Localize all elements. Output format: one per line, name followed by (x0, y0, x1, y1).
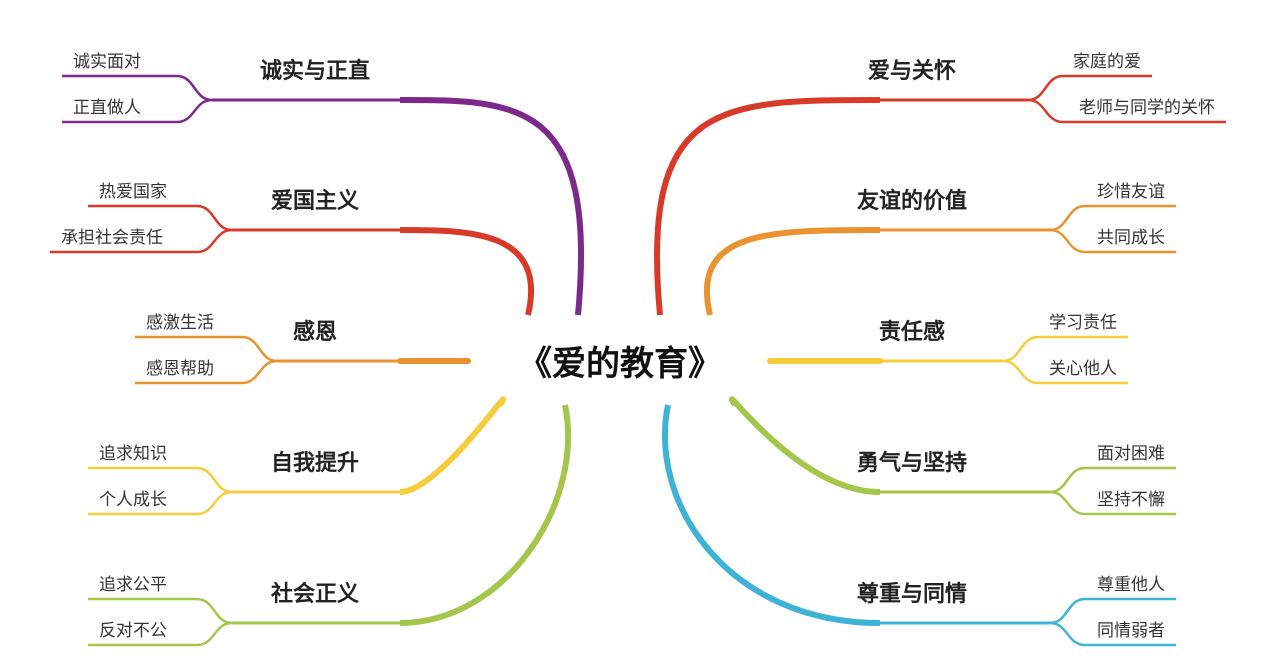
central-topic[interactable]: 《爱的教育》 (518, 344, 722, 384)
subtopic-line (1027, 98, 1226, 124)
subtopic-line (88, 597, 233, 625)
topic-label[interactable]: 诚实与正直 (260, 58, 370, 84)
subtopic-label[interactable]: 家庭的爱 (1073, 52, 1141, 72)
subtopic-line (135, 335, 278, 363)
topic-label[interactable]: 勇气与坚持 (857, 450, 967, 476)
subtopic-label[interactable]: 珍惜友谊 (1097, 182, 1165, 202)
subtopic-line (1049, 490, 1176, 516)
subtopic-label[interactable]: 共同成长 (1097, 228, 1165, 248)
subtopic-line (62, 98, 213, 124)
subtopic-line (1027, 74, 1152, 102)
subtopic-label[interactable]: 尊重他人 (1097, 575, 1165, 595)
subtopic-line (1049, 621, 1176, 647)
subtopic-line (1049, 228, 1176, 254)
subtopic-line (88, 204, 233, 232)
subtopic-label[interactable]: 面对困难 (1097, 444, 1165, 464)
topic-label[interactable]: 爱与关怀 (868, 59, 956, 84)
subtopic-label[interactable]: 热爱国家 (99, 182, 167, 202)
topic-label[interactable]: 责任感 (879, 319, 945, 345)
subtopic-line (1049, 466, 1176, 494)
topic-label[interactable]: 尊重与同情 (857, 581, 967, 607)
subtopic-line (1049, 597, 1176, 625)
branch-line (661, 404, 881, 626)
subtopic-label[interactable]: 追求公平 (99, 575, 167, 595)
branch-line (399, 396, 506, 495)
subtopic-label[interactable]: 同情弱者 (1097, 621, 1165, 641)
subtopic-line (62, 74, 213, 102)
branch-line (399, 97, 585, 316)
subtopic-line (1002, 359, 1128, 385)
topic-label[interactable]: 友谊的价值 (857, 188, 967, 214)
subtopic-line (135, 359, 278, 385)
subtopic-label[interactable]: 坚持不懈 (1097, 490, 1165, 510)
subtopic-label[interactable]: 学习责任 (1049, 313, 1117, 333)
topic-label[interactable]: 爱国主义 (271, 189, 359, 214)
subtopic-label[interactable]: 正直做人 (73, 98, 141, 118)
branch-line (703, 227, 881, 316)
subtopic-label[interactable]: 承担社会责任 (61, 228, 163, 248)
subtopic-line (1002, 335, 1128, 363)
subtopic-line (1049, 204, 1176, 232)
subtopic-label[interactable]: 反对不公 (99, 621, 167, 641)
subtopic-label[interactable]: 诚实面对 (73, 52, 141, 72)
topic-label[interactable]: 自我提升 (271, 450, 359, 476)
subtopic-label[interactable]: 个人成长 (99, 490, 167, 510)
subtopic-line (88, 466, 233, 494)
subtopic-line (88, 621, 233, 647)
subtopic-line (88, 490, 233, 516)
subtopic-label[interactable]: 老师与同学的关怀 (1079, 98, 1215, 118)
branch-line (399, 227, 535, 316)
subtopic-label[interactable]: 感恩帮助 (146, 359, 214, 379)
topic-label[interactable]: 感恩 (293, 319, 337, 345)
subtopic-label[interactable]: 关心他人 (1049, 359, 1117, 379)
subtopic-line (50, 228, 233, 254)
branch-line (654, 97, 881, 316)
subtopic-label[interactable]: 追求知识 (99, 444, 167, 464)
subtopic-label[interactable]: 感激生活 (146, 313, 214, 333)
branch-line (728, 396, 881, 495)
topic-label[interactable]: 社会正义 (271, 581, 359, 607)
branch-line (399, 404, 572, 626)
